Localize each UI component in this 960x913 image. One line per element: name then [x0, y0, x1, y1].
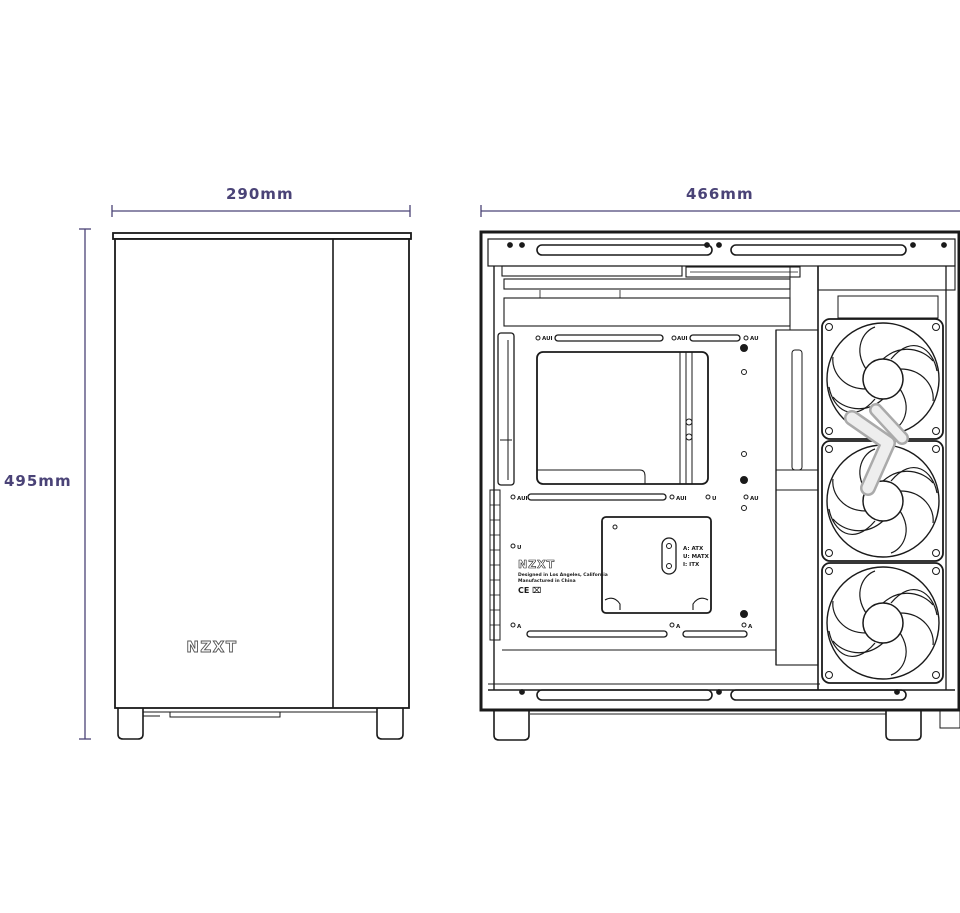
- tray-mark-au-2: AU: [750, 496, 759, 502]
- tray-mark-aui-1: AUI: [542, 336, 553, 342]
- fan-bottom: [821, 562, 944, 684]
- product-label: NZXT Designed in Los Angeles, California…: [518, 558, 608, 595]
- label-certification-marks: CE ⌧: [518, 586, 541, 595]
- height-dimension-label: 495mm: [4, 472, 72, 490]
- front-logo: NZXT: [186, 638, 237, 656]
- legend-itx: I: ITX: [683, 562, 700, 568]
- tray-mark-aui-3: AUI: [517, 496, 528, 502]
- width-dimension-label: 290mm: [226, 185, 294, 203]
- tray-mark-aui-2: AUI: [677, 336, 688, 342]
- front-view: [112, 232, 412, 740]
- tray-mark-a-3: A: [748, 624, 753, 630]
- cooler-tubes: [844, 403, 909, 496]
- width-dimension-line: [111, 205, 411, 217]
- height-dimension-line: [79, 228, 91, 740]
- tray-mark-a-1: A: [517, 624, 522, 630]
- tray-mark-au-1: AU: [750, 336, 759, 342]
- tray-mark-aui-4: AUI: [676, 496, 687, 502]
- legend-matx: U: MATX: [683, 554, 710, 560]
- fan-top: [821, 318, 944, 440]
- form-factor-legend: A: ATX U: MATX I: ITX: [683, 546, 710, 568]
- label-manufactured: Manufactured in China: [518, 578, 576, 584]
- tray-mark-a-2: A: [676, 624, 681, 630]
- legend-atx: A: ATX: [683, 546, 704, 552]
- label-designed: Designed in Los Angeles, California: [518, 572, 608, 578]
- tray-mark-u-2: U: [517, 545, 521, 551]
- depth-dimension-line: [480, 205, 960, 217]
- tray-mark-u-1: U: [712, 496, 716, 502]
- side-view: [479, 230, 960, 741]
- depth-dimension-label: 466mm: [686, 185, 754, 203]
- label-logo: NZXT: [518, 558, 555, 571]
